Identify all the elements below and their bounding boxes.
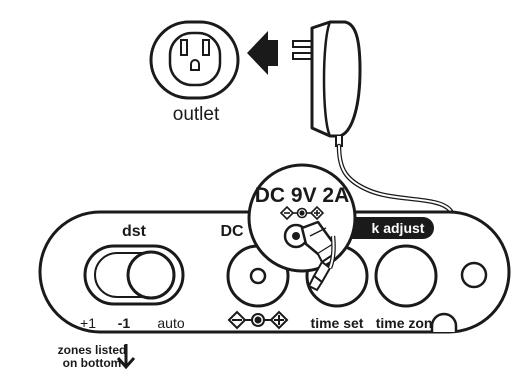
adapter-body — [310, 20, 362, 138]
time-zone-button[interactable] — [374, 244, 438, 308]
adapter-prong-top — [292, 40, 313, 48]
callout-polarity-symbol — [279, 205, 325, 221]
plug-strain-relief — [307, 235, 336, 292]
zones-note-line1: zones listed — [58, 343, 127, 357]
dc-jack-port[interactable] — [249, 267, 267, 285]
time-zone-label: time zone — [376, 315, 441, 331]
dc-callout: DC 9V 2A — [247, 163, 357, 273]
outlet-group: outlet — [149, 20, 240, 125]
dst-position-auto: auto — [157, 315, 184, 331]
plug-direction-arrow — [247, 31, 278, 75]
outlet-ground-hole — [190, 59, 200, 71]
dc-voltage-label: DC 9V 2A — [255, 184, 350, 207]
time-zone-group: time zone — [374, 244, 441, 331]
adapter-prong-bottom — [292, 52, 313, 60]
dst-label: dst — [122, 223, 147, 240]
dst-position-minus1: -1 — [118, 315, 131, 331]
cable-notch — [430, 312, 458, 332]
zones-note: zones listed on bottom — [58, 343, 136, 370]
time-set-label: time set — [311, 315, 364, 331]
dc-label: DC — [220, 223, 244, 240]
dst-position-plus1: +1 — [80, 315, 96, 331]
small-round-button[interactable] — [460, 261, 488, 289]
outlet-slot-left — [180, 39, 188, 56]
polarity-symbol — [227, 310, 289, 330]
clock-adjust-label: k adjust — [372, 220, 425, 236]
down-arrow-icon — [116, 344, 136, 370]
dst-switch-knob[interactable] — [126, 250, 176, 300]
outlet-label: outlet — [173, 104, 220, 125]
dst-switch-group: dst +1 -1 auto — [80, 223, 185, 331]
outlet-slot-right — [202, 39, 210, 56]
zones-note-line2: on bottom — [63, 356, 122, 370]
